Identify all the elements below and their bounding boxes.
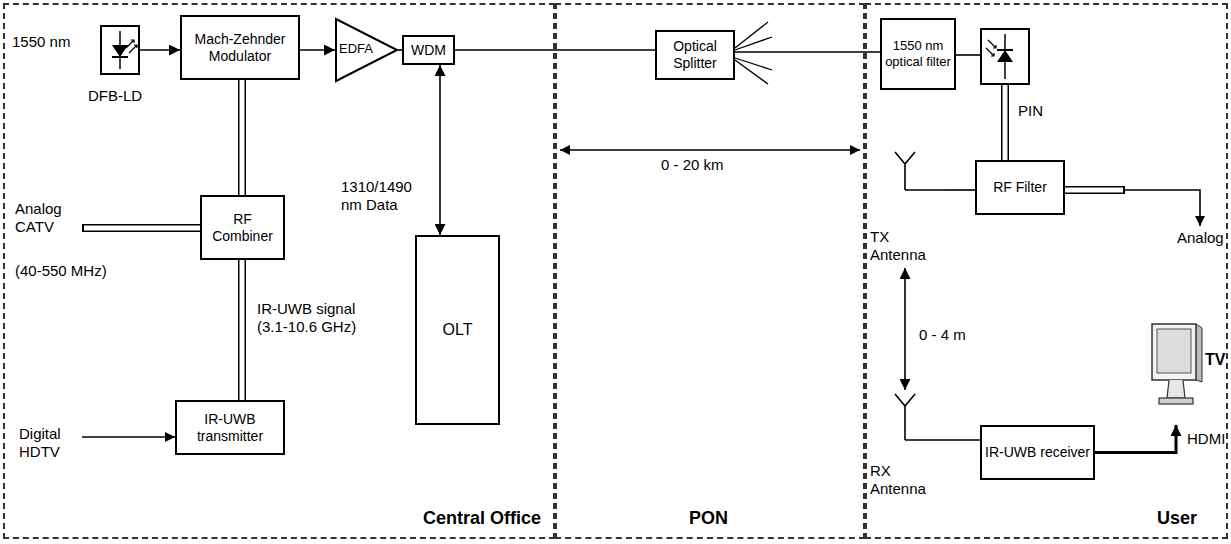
node-text: RF Combiner	[205, 211, 280, 245]
node-text: EDFA	[339, 41, 373, 57]
laser-diode-symbol	[102, 27, 138, 73]
connector	[905, 268, 906, 390]
node-text: PIN	[1018, 102, 1043, 120]
photodiode-symbol	[982, 30, 1028, 83]
distance-arrow	[560, 149, 860, 150]
antenna: RX Antenna	[868, 390, 945, 508]
node-text: TV	[1205, 350, 1225, 369]
antenna: TX Antenna	[868, 150, 945, 268]
edge-label: 0 - 4 m	[918, 326, 967, 344]
olt-box: OLT	[415, 235, 500, 425]
splitter-box: Optical Splitter	[655, 30, 735, 80]
coax-cable	[242, 260, 243, 400]
connector	[440, 65, 441, 235]
connector	[1095, 425, 1176, 453]
optical-filter-box: 1550 nm optical filter	[880, 18, 956, 90]
modulator-box: Mach-Zehnder Modulator	[180, 15, 300, 80]
connector	[735, 52, 880, 53]
region-panel: User1550 nm optical filterPINRF FilterTX…	[865, 3, 1228, 539]
annotation-label: Digital HDTV	[18, 425, 82, 461]
annotation-label: Analog	[1176, 229, 1225, 247]
node-text: IR-UWB transmitter	[180, 411, 280, 445]
connector	[956, 55, 980, 56]
splitter-fan	[735, 22, 772, 84]
receiver-box: IR-UWB receiver	[980, 425, 1095, 480]
node-text: TX Antenna	[870, 228, 930, 264]
node-text: OLT	[443, 320, 473, 339]
node-text: Mach-Zehnder Modulator	[185, 31, 295, 65]
coax-cable	[1005, 85, 1006, 160]
laser-diode: 1550 nmDFB-LD	[100, 25, 140, 75]
node-text: Optical Splitter	[660, 38, 730, 72]
edge-label: HDMI	[1186, 430, 1226, 448]
node-text: 1550 nm	[12, 33, 70, 51]
connector	[140, 50, 180, 51]
annotation-label: (40-550 MHz)	[14, 262, 108, 280]
combiner-box: RF Combiner	[200, 195, 285, 260]
node-text: User	[1157, 508, 1197, 530]
coax-cable	[242, 80, 243, 195]
tv-set-symbol	[1148, 320, 1226, 425]
edge-label: 1310/1490 nm Data	[340, 178, 437, 214]
node-text: Central Office	[423, 508, 541, 530]
rf-filter-box: RF Filter	[975, 160, 1065, 215]
node-text: WDM	[411, 42, 446, 59]
connector	[945, 440, 980, 441]
node-text: DFB-LD	[88, 87, 142, 105]
connector	[300, 50, 335, 51]
node-text: RX Antenna	[870, 462, 930, 498]
annotation-label: 0 - 20 km	[660, 156, 725, 174]
transmitter-box: IR-UWB transmitter	[175, 400, 285, 455]
hdtv-input-arrow	[80, 436, 175, 438]
node-text: 1550 nm optical filter	[885, 38, 951, 69]
region-panel: PON Optical Splitter	[555, 3, 865, 539]
photodiode: PIN	[980, 28, 1030, 85]
node-text: IR-UWB receiver	[985, 444, 1090, 461]
wdm-box: WDM	[402, 35, 455, 65]
tv-set: TV	[1148, 320, 1226, 425]
annotation-label: Analog CATV	[14, 200, 80, 236]
node-text: PON	[689, 508, 728, 530]
edge-label: IR-UWB signal (3.1-10.6 GHz)	[256, 300, 362, 336]
catv-coax	[82, 228, 200, 229]
analog-output	[1065, 190, 1200, 226]
connector	[945, 190, 975, 191]
node-text: RF Filter	[993, 179, 1047, 196]
amplifier-triangle: EDFA	[335, 18, 398, 82]
